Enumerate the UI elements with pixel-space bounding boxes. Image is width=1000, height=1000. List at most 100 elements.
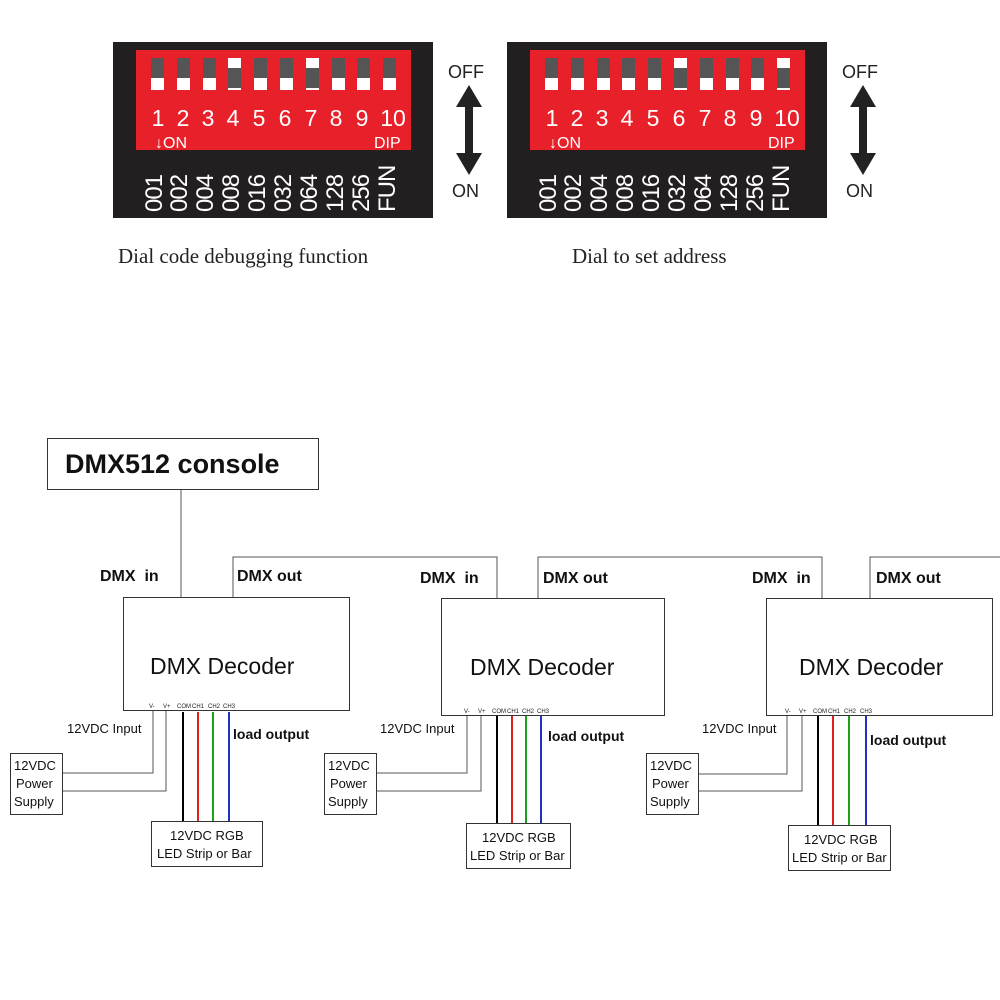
- psu-line: Supply: [650, 794, 690, 809]
- dip-switch-knob: [545, 58, 558, 78]
- input-label: 12VDC Input: [380, 721, 455, 736]
- dip-number: 6: [278, 105, 292, 131]
- up-down-arrow-icon: [850, 85, 876, 175]
- dmx-out-label: DMX out: [237, 568, 302, 585]
- dip-switch-knob: [648, 58, 662, 78]
- terminal-label: CH1: [192, 704, 205, 710]
- dip-switch-knob: [674, 68, 687, 88]
- dmx-out-label: DMX out: [876, 570, 941, 587]
- off-label: OFF: [842, 62, 878, 82]
- dip-number: 1: [545, 105, 559, 131]
- terminal-label: CH2: [522, 709, 535, 715]
- psu-line: Power: [16, 776, 53, 791]
- terminal-label: V+: [163, 704, 171, 710]
- dip-number: 5: [252, 105, 266, 131]
- led-line: 12VDC RGB: [482, 830, 556, 845]
- dip-number: 4: [620, 105, 634, 131]
- dip-switch-knob: [622, 58, 636, 78]
- terminal-label: CH3: [537, 709, 550, 715]
- terminal-label: CH2: [844, 709, 857, 715]
- dip-number: 2: [570, 105, 584, 131]
- dip-number: 7: [304, 105, 318, 131]
- led-strip-box: 12VDC RGB LED Strip or Bar: [466, 823, 571, 869]
- dmx512-console-box: DMX512 console: [47, 438, 319, 490]
- dip-switch-knob: [254, 58, 268, 78]
- dmx-decoder-box: DMX Decoder V- V+ COM CH1 CH2 CH3: [123, 597, 350, 711]
- dip-switch-panel-2: [507, 42, 827, 218]
- dip-caption: Dial code debugging function: [118, 244, 369, 268]
- dip-number: 2: [176, 105, 190, 131]
- psu-line: Supply: [328, 794, 368, 809]
- dip-number: 1: [151, 105, 165, 131]
- dip-switch-knob: [280, 58, 293, 78]
- terminal-label: COM: [177, 704, 191, 710]
- dip-switch-knob: [751, 58, 765, 78]
- dip-switch-knob: [725, 58, 739, 78]
- dip-number: 10: [380, 105, 406, 131]
- dip-switch-knob: [176, 58, 190, 78]
- terminal-label: V-: [785, 709, 791, 715]
- up-down-arrow-icon: [456, 85, 482, 175]
- led-strip-box: 12VDC RGB LED Strip or Bar: [788, 825, 891, 871]
- dip-switch-knob: [357, 58, 371, 78]
- input-label: 12VDC Input: [67, 721, 142, 736]
- dip-number: 10: [774, 105, 800, 131]
- dip-number: 8: [329, 105, 343, 131]
- on-label: ON: [452, 181, 479, 201]
- dmx-decoder-box: DMX Decoder V- V+ COM CH1 CH2 CH3: [766, 598, 993, 716]
- dip-switch-knob: [202, 58, 216, 78]
- dip-switch-knob: [570, 58, 584, 78]
- terminal-label: CH1: [507, 709, 520, 715]
- power-supply-box: 12VDC Power Supply: [646, 753, 699, 815]
- dip-number: 9: [355, 105, 369, 131]
- dip-switch-knob: [777, 68, 791, 88]
- psu-line: 12VDC: [328, 758, 370, 773]
- output-label: load output: [233, 726, 310, 742]
- dip-label: DIP: [768, 135, 795, 152]
- dip-caption: Dial to set address: [572, 244, 727, 268]
- power-supply-box: 12VDC Power Supply: [324, 753, 377, 815]
- led-line: LED Strip or Bar: [470, 848, 565, 863]
- dip-label: DIP: [374, 135, 401, 152]
- psu-line: 12VDC: [14, 758, 56, 773]
- console-label: DMX512 console: [65, 449, 280, 479]
- led-line: LED Strip or Bar: [792, 850, 887, 865]
- on-label: ON: [846, 181, 873, 201]
- led-line: 12VDC RGB: [804, 832, 878, 847]
- dmx-in-label: DMX in: [752, 570, 811, 587]
- led-line: 12VDC RGB: [170, 828, 244, 843]
- terminal-label: CH3: [860, 709, 873, 715]
- terminal-label: V+: [478, 709, 486, 715]
- dip-switch-knob: [151, 58, 164, 78]
- on-text: ON: [163, 135, 187, 152]
- decoder-title: DMX Decoder: [150, 653, 295, 679]
- output-label: load output: [870, 732, 947, 748]
- on-text: ON: [557, 135, 581, 152]
- dip-switch-knob: [699, 58, 713, 78]
- dip-number: 7: [698, 105, 712, 131]
- dip-number: 3: [595, 105, 609, 131]
- terminal-label: CH2: [208, 704, 221, 710]
- led-strip-box: 12VDC RGB LED Strip or Bar: [151, 821, 263, 867]
- dip-on-label: ↓ON: [155, 135, 187, 152]
- dip-on-label: ↓ON: [549, 135, 581, 152]
- dmx-decoder-box: DMX Decoder V- V+ COM CH1 CH2 CH3: [441, 598, 665, 716]
- psu-line: Supply: [14, 794, 54, 809]
- terminal-label: COM: [492, 709, 506, 715]
- decoder-title: DMX Decoder: [470, 654, 615, 680]
- input-label: 12VDC Input: [702, 721, 777, 736]
- psu-line: Power: [330, 776, 367, 791]
- dip-switch-knob: [331, 58, 345, 78]
- terminal-label: V-: [464, 709, 470, 715]
- dmx-in-label: DMX in: [420, 570, 479, 587]
- dip-number: 5: [646, 105, 660, 131]
- power-supply-box: 12VDC Power Supply: [10, 753, 63, 815]
- dip-number: 3: [201, 105, 215, 131]
- off-label: OFF: [448, 62, 484, 82]
- terminal-label: CH1: [828, 709, 841, 715]
- dip-switch-knob: [383, 58, 397, 78]
- dip-switch-knob: [305, 68, 319, 88]
- dip-number: 9: [749, 105, 763, 131]
- psu-line: 12VDC: [650, 758, 692, 773]
